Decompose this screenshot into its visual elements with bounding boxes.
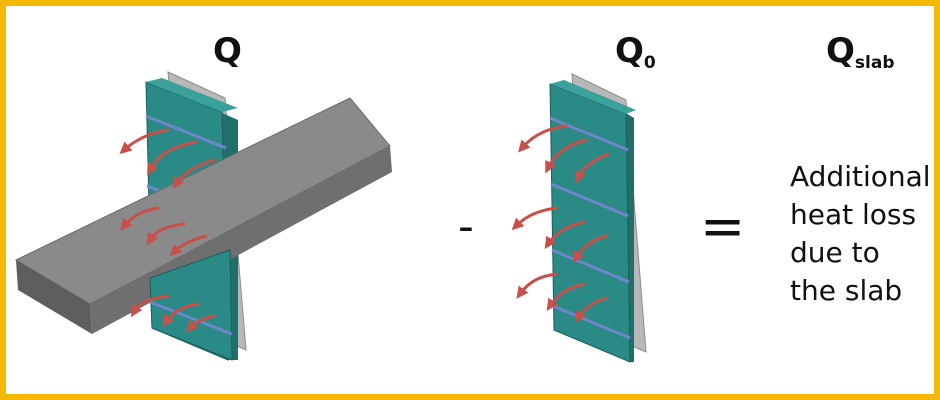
heat-flow-arrow-icon [130, 294, 170, 318]
note-line-3: due to [790, 236, 880, 269]
note-line-4: the slab [790, 274, 903, 307]
heat-flow-arrow-icon [147, 140, 198, 176]
q-zero-symbol: Q [615, 31, 644, 71]
wall-studs [549, 116, 631, 340]
q-zero-label: Q0 [615, 31, 656, 72]
heat-flow-arrow-icon [120, 206, 160, 231]
heat-flow-arrows-left [119, 128, 216, 333]
q-total-label: Q [213, 34, 242, 68]
heat-flow-arrow-icon [546, 282, 586, 311]
q-slab-symbol: Q [826, 31, 855, 71]
q-slab-label: Qslab [826, 31, 895, 72]
heat-flow-arrow-icon [572, 234, 608, 264]
minus-operator: - [458, 201, 474, 252]
slab-front [16, 260, 92, 334]
heat-flow-arrow-icon [574, 152, 610, 184]
heat-flow-arrows-middle [511, 124, 610, 324]
wall-without-slab [511, 73, 647, 363]
q-slab-subscript: slab [854, 53, 895, 73]
equals-operator: = [700, 195, 746, 258]
heat-flow-arrow-icon [518, 124, 568, 153]
wall-panel-top-edge [146, 78, 238, 112]
note-line-2: heat loss [790, 198, 917, 231]
heat-flow-arrow-icon [146, 222, 186, 246]
heat-flow-arrow-icon [511, 206, 558, 231]
heat-flow-arrow-icon [185, 314, 216, 333]
wall-panel-top-edge [550, 80, 636, 114]
wall-with-slab [14, 71, 392, 361]
heat-flow-arrow-icon [545, 138, 588, 174]
heat-flow-arrow-icon [544, 220, 586, 249]
additional-heat-loss-note: Additional heat loss due to the slab [790, 158, 931, 310]
heat-flow-arrow-icon [169, 234, 208, 257]
heat-flow-arrow-icon [162, 302, 200, 328]
heat-flow-arrow-icon [119, 128, 170, 154]
note-line-1: Additional [790, 160, 931, 193]
q-zero-subscript: 0 [643, 53, 656, 73]
q-total-symbol: Q [213, 31, 242, 71]
heat-flow-arrow-icon [574, 296, 608, 324]
heat-flow-arrow-icon [516, 272, 558, 299]
heat-flow-arrow-icon [172, 158, 216, 189]
